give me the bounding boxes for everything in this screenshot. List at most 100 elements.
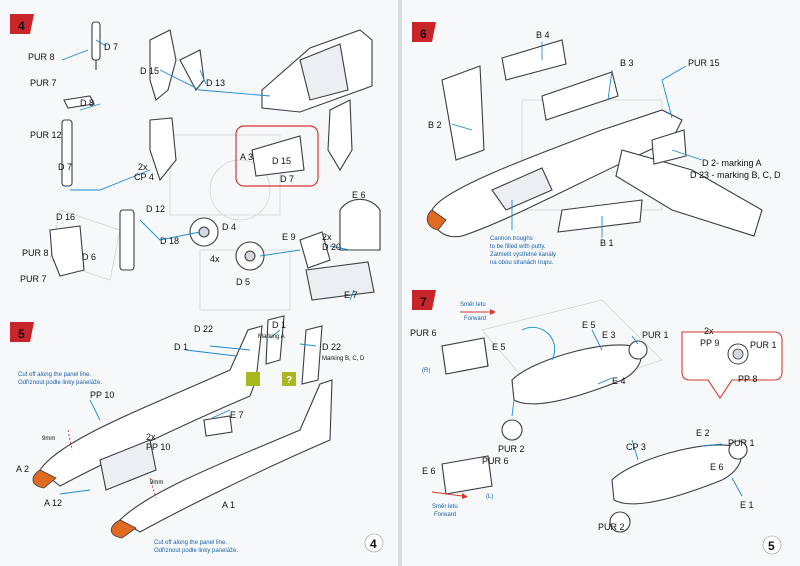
nose-step6 — [426, 209, 447, 231]
label: 2x — [322, 232, 332, 242]
label: PUR 8 — [28, 52, 55, 62]
label: PP 8 — [738, 374, 757, 384]
label: PUR 6 — [410, 328, 437, 338]
label: 9mm — [42, 436, 55, 442]
label: PUR 7 — [20, 274, 47, 284]
note-en-2: to be filled with putty. — [490, 244, 546, 250]
part-pur6-top — [441, 337, 489, 375]
label: B 4 — [536, 30, 550, 40]
label: PP 10 — [146, 442, 170, 452]
label: PUR 1 — [728, 438, 755, 448]
cockpit — [491, 167, 553, 211]
step-6-notes: Cannon troughs to be filled with putty. … — [490, 236, 556, 266]
label: D 7 — [280, 174, 294, 184]
svg-text:5: 5 — [768, 539, 775, 553]
label: Forward — [464, 316, 486, 322]
page-number-left: 4 — [364, 533, 384, 553]
label: B 3 — [620, 58, 634, 68]
lower-nacelle — [611, 444, 742, 505]
label: E 6 — [422, 466, 436, 476]
step-7-parts — [441, 337, 748, 533]
left-page: 4 — [0, 0, 398, 566]
step-5-labels: D 22 D 1 D 1 Marking A D 22 Marking B, C… — [16, 320, 365, 510]
part-e6-bulkhead — [339, 198, 381, 251]
svg-text:7: 7 — [420, 295, 427, 309]
label: E 3 — [602, 330, 616, 340]
cut-lines — [67, 429, 157, 499]
part-d1-fin — [265, 315, 285, 365]
label: D 1 — [174, 342, 188, 352]
label: D 15 — [272, 156, 291, 166]
page-number-right: 5 — [762, 535, 782, 555]
left-page-drawing: 4 — [10, 14, 384, 554]
label: A 12 — [44, 498, 62, 508]
part-b4 — [501, 39, 567, 81]
marking-a-icon — [246, 372, 260, 386]
right-wing — [615, 149, 763, 237]
label: Směr letu — [460, 302, 486, 308]
note-top-cz: Odříznout podle linky paneláže. — [18, 380, 102, 386]
part-d15-top — [149, 29, 177, 101]
label: D 15 — [140, 66, 159, 76]
label: D 2- marking A — [702, 158, 762, 168]
label: E 5 — [492, 342, 506, 352]
label: 9mm — [150, 480, 163, 486]
label: E 9 — [282, 232, 296, 242]
label: PUR 1 — [750, 340, 777, 350]
svg-text:?: ? — [286, 375, 292, 386]
label: D 8 — [80, 98, 94, 108]
label: Marking B, C, D — [322, 356, 365, 362]
svg-text:4: 4 — [18, 19, 25, 33]
note-cz-1: Zatmelit výstřelné kanály — [490, 252, 556, 258]
label: D 18 — [160, 236, 179, 246]
step-4-labels: PUR 8 D 7 PUR 7 D 15 D 13 D 8 PUR 12 D 7… — [20, 42, 366, 300]
label: D 1 — [272, 320, 286, 330]
label: A 2 — [16, 464, 29, 474]
fuselage-left-half — [39, 325, 263, 487]
right-page-drawing: 6 — [410, 22, 783, 555]
label: E 7 — [230, 410, 244, 420]
label: B 2 — [428, 120, 442, 130]
label: D 7 — [58, 162, 72, 172]
detail-inset-box — [235, 125, 319, 187]
note-bottom-en: Cut off along the panel line. — [154, 540, 227, 546]
nose-cones — [32, 469, 137, 539]
label: D 20 — [322, 242, 341, 252]
marking-bcd-icon — [282, 372, 296, 386]
step-5-airframe — [39, 315, 333, 533]
part-pur6-bottom — [441, 455, 493, 495]
label: PUR 8 — [22, 248, 49, 258]
label: E 1 — [740, 500, 754, 510]
step-5-callouts — [59, 329, 317, 495]
label: PUR 7 — [30, 78, 57, 88]
part-e9 — [299, 231, 331, 269]
svg-text:4: 4 — [370, 537, 377, 551]
label: 2x — [704, 326, 714, 336]
fuselage-right-half — [119, 379, 333, 533]
label: PUR 15 — [688, 58, 720, 68]
step-7-callouts — [511, 326, 743, 497]
svg-text:5: 5 — [18, 327, 25, 341]
label: PUR 2 — [598, 522, 625, 532]
label: E 4 — [612, 376, 626, 386]
label: D 7 — [104, 42, 118, 52]
marking-icons: ? — [246, 372, 296, 386]
label: PP 9 — [700, 338, 719, 348]
part-b1 — [557, 199, 643, 233]
label: D 13 — [206, 78, 225, 88]
label: E 6 — [710, 462, 724, 472]
label: D 5 — [236, 277, 250, 287]
label: A 3 — [240, 152, 253, 162]
label: D 22 — [322, 342, 341, 352]
step-6-badge: 6 — [412, 22, 436, 42]
step-6-labels: B 4 B 3 PUR 15 B 2 D 2- marking A D 23 -… — [428, 30, 781, 248]
right-page: 6 — [402, 0, 800, 566]
label: E 5 — [582, 320, 596, 330]
label: D 23 - marking B, C, D — [690, 170, 781, 180]
label: D 4 — [222, 222, 236, 232]
part-d7-stick — [61, 119, 73, 187]
label: 2x — [138, 162, 148, 172]
pur2-exhaust-bottom — [609, 511, 631, 533]
part-d7-top — [91, 21, 101, 61]
